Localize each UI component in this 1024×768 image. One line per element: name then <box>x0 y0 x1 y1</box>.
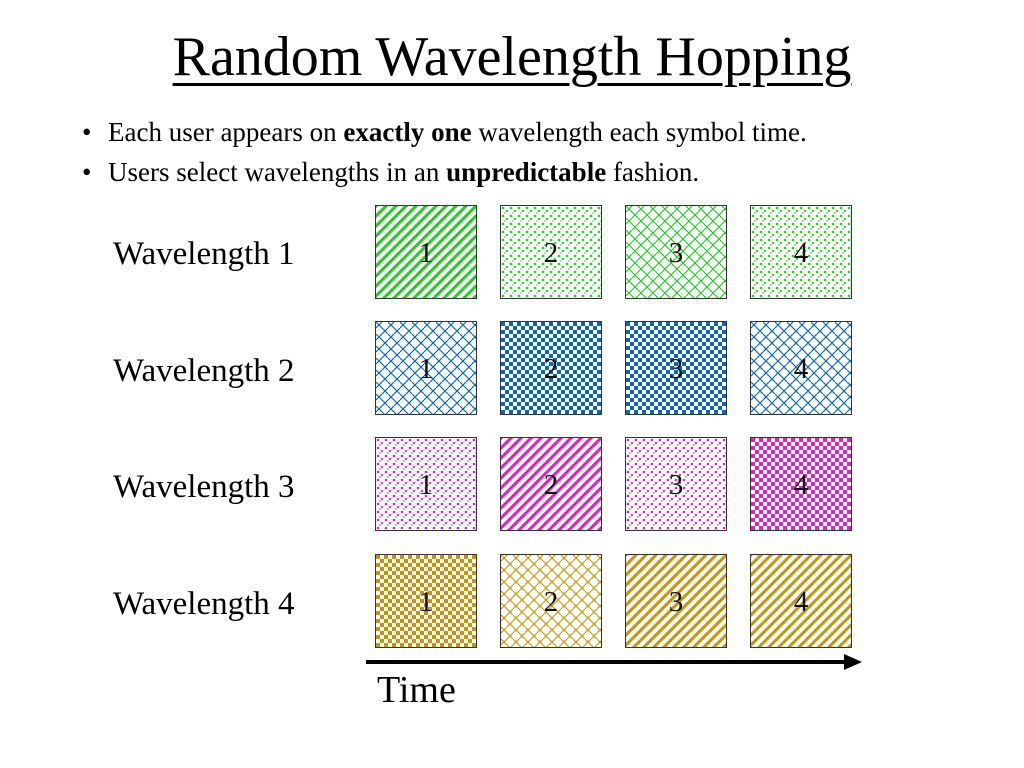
bullet-item: • Each user appears on exactly one wavel… <box>80 112 1010 152</box>
cell-w2-t1: 1 <box>375 321 477 415</box>
cell-w3-t3: 3 <box>625 437 727 531</box>
time-axis-label: Time <box>377 669 456 711</box>
bullet-glyph: • <box>82 157 92 187</box>
cell-w3-t2: 2 <box>500 437 602 531</box>
wavelength-1-label: Wavelength 1 <box>113 236 295 272</box>
cell-w1-t1: 1 <box>375 205 477 299</box>
cell-w2-t2: 2 <box>500 321 602 415</box>
wavelength-4-label: Wavelength 4 <box>113 586 295 622</box>
cell-w4-t4: 4 <box>750 554 852 648</box>
time-axis-arrow <box>366 654 862 670</box>
bullet-glyph: • <box>82 117 92 147</box>
cell-w1-t4: 4 <box>750 205 852 299</box>
cell-w4-t3: 3 <box>625 554 727 648</box>
arrow-head-icon <box>844 654 862 670</box>
cell-w3-t4: 4 <box>750 437 852 531</box>
wavelength-2-label: Wavelength 2 <box>113 353 295 389</box>
cell-w2-t3: 3 <box>625 321 727 415</box>
cell-w2-t4: 4 <box>750 321 852 415</box>
wavelength-3-label: Wavelength 3 <box>113 469 295 505</box>
bullet-item: • Users select wavelengths in an unpredi… <box>80 152 1010 192</box>
cell-w1-t3: 3 <box>625 205 727 299</box>
cell-w4-t2: 2 <box>500 554 602 648</box>
cell-w3-t1: 1 <box>375 437 477 531</box>
slide-title: Random Wavelength Hopping <box>172 26 852 88</box>
bullet-list: • Each user appears on exactly one wavel… <box>80 112 1010 192</box>
cell-w4-t1: 1 <box>375 554 477 648</box>
cell-w1-t2: 2 <box>500 205 602 299</box>
